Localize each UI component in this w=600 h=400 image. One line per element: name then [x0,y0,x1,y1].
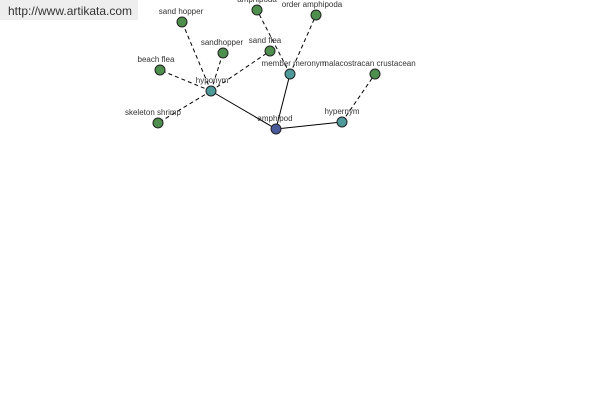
node-sandhopper[interactable]: sandhopper [201,38,244,59]
source-bar: http://www.artikata.com [0,0,138,20]
node-label-beach-flea: beach flea [138,55,175,64]
edge-amphipod-member-meronym [275,73,291,130]
node-hypernym[interactable]: hypernym [324,107,360,128]
node-circle-sand-flea[interactable] [264,45,276,57]
node-circle-order-amphipoda[interactable] [310,9,322,21]
edge-hyponym-skeleton-shrimp [157,90,212,124]
node-label-amphipod: amphipod [257,114,292,123]
edge-hypernym-malacostracan-crustacean [341,73,376,123]
node-label-amphipoda: amphipoda [237,0,277,4]
node-sand-flea[interactable]: sand flea [249,36,282,57]
node-skeleton-shrimp[interactable]: skeleton shrimp [125,108,182,129]
node-hyponym[interactable]: hyponym [196,76,229,97]
node-order-amphipoda[interactable]: order amphipoda [282,0,343,21]
node-label-sandhopper: sandhopper [201,38,244,47]
node-label-hypernym: hypernym [324,107,359,116]
edge-amphipod-hypernym [275,121,343,130]
node-label-sand-flea: sand flea [249,36,282,45]
node-label-hyponym: hyponym [196,76,229,85]
edge-hyponym-sand-hopper [181,21,212,92]
node-amphipoda[interactable]: amphipoda [237,0,277,16]
edge-member-meronym-amphipoda [256,9,291,75]
node-circle-sandhopper[interactable] [217,47,229,59]
node-circle-hyponym[interactable] [205,85,217,97]
node-circle-amphipoda[interactable] [251,4,263,16]
node-label-order-amphipoda: order amphipoda [282,0,343,9]
node-layer: amphipod hyponym member meronym hypernym san… [125,0,416,135]
edge-member-meronym-order-amphipoda [289,14,317,75]
node-circle-hypernym[interactable] [336,116,348,128]
node-circle-skeleton-shrimp[interactable] [152,117,164,129]
node-beach-flea[interactable]: beach flea [138,55,175,76]
edge-hyponym-sandhopper [210,52,224,92]
edge-amphipod-hyponym [210,90,277,130]
node-circle-member-meronym[interactable] [284,68,296,80]
node-sand-hopper[interactable]: sand hopper [159,7,204,28]
node-label-skeleton-shrimp: skeleton shrimp [125,108,182,117]
edge-hyponym-sand-flea [210,50,271,92]
node-amphipod[interactable]: amphipod [257,114,293,135]
node-circle-malacostracan-crustacean[interactable] [369,68,381,80]
source-url-link[interactable]: http://www.artikata.com [8,4,133,18]
node-member-meronym[interactable]: member meronym [262,59,327,80]
node-circle-sand-hopper[interactable] [176,16,188,28]
node-label-member-meronym: member meronym [262,59,327,68]
edge-hyponym-beach-flea [159,69,212,92]
node-malacostracan-crustacean[interactable]: malacostracan crustacean [322,59,416,80]
node-label-malacostracan-crustacean: malacostracan crustacean [322,59,415,68]
edge-layer [157,9,376,130]
node-circle-amphipod[interactable] [270,123,282,135]
node-label-sand-hopper: sand hopper [159,7,204,16]
node-circle-beach-flea[interactable] [154,64,166,76]
